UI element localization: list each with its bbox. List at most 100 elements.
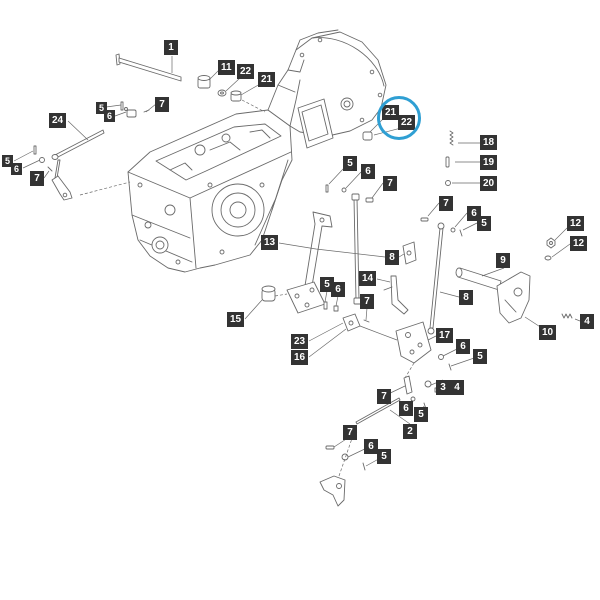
callout-part-21[interactable]: 21 — [258, 72, 276, 87]
callout-part-6[interactable]: 6 — [456, 339, 470, 354]
callout-part-6[interactable]: 6 — [104, 110, 115, 122]
part-bushings-top — [197, 75, 242, 102]
callout-part-6[interactable]: 6 — [11, 163, 22, 175]
nut-bore — [549, 241, 553, 245]
cotter-pin — [362, 462, 366, 471]
pin — [325, 184, 329, 193]
callout-part-7[interactable]: 7 — [383, 176, 397, 191]
plate-hole — [294, 293, 300, 299]
callout-part-5[interactable]: 5 — [96, 102, 107, 114]
callout-part-7[interactable]: 7 — [155, 97, 169, 112]
shaft-end — [455, 267, 463, 278]
callout-part-16[interactable]: 16 — [291, 350, 309, 365]
callout-part-13[interactable]: 13 — [261, 235, 279, 250]
callout-part-21[interactable]: 21 — [382, 105, 400, 120]
callout-part-5[interactable]: 5 — [377, 449, 391, 464]
lever-body — [390, 275, 409, 315]
callout-part-17[interactable]: 17 — [436, 328, 454, 343]
detent-pin — [445, 156, 450, 168]
boss-bore — [343, 100, 351, 108]
callout-part-7[interactable]: 7 — [360, 294, 374, 309]
part-fasteners-left — [33, 145, 53, 172]
pin — [323, 301, 328, 310]
bell-housing — [267, 29, 387, 149]
plate-hole — [309, 287, 315, 293]
callout-part-22[interactable]: 22 — [237, 64, 255, 79]
callout-part-7[interactable]: 7 — [377, 389, 391, 404]
cotter-pin — [448, 363, 452, 371]
bushing-end — [230, 90, 242, 96]
part-fasteners-top-left — [120, 101, 150, 118]
callout-part-6[interactable]: 6 — [331, 282, 345, 297]
bushing-end — [261, 285, 276, 293]
callout-part-20[interactable]: 20 — [480, 176, 498, 191]
gear — [221, 133, 231, 143]
callout-part-5[interactable]: 5 — [477, 216, 491, 231]
flange-bolt — [299, 52, 305, 58]
callout-part-8[interactable]: 8 — [385, 250, 399, 265]
small-lever — [403, 375, 413, 395]
bolt-hole — [219, 249, 225, 255]
ball — [124, 107, 128, 111]
lever-knob — [51, 154, 59, 160]
callout-part-5[interactable]: 5 — [343, 156, 357, 171]
washer-hole — [220, 91, 224, 95]
rod-eye — [427, 327, 435, 335]
callout-part-12[interactable]: 12 — [570, 236, 588, 251]
callout-part-12[interactable]: 12 — [567, 216, 585, 231]
detent-ball — [445, 180, 451, 186]
callout-part-5[interactable]: 5 — [2, 155, 13, 167]
callout-part-5[interactable]: 5 — [320, 277, 334, 292]
callout-part-6[interactable]: 6 — [361, 164, 375, 179]
bolt-hole — [259, 182, 265, 188]
callout-part-7[interactable]: 7 — [343, 425, 357, 440]
callout-part-14[interactable]: 14 — [359, 271, 377, 286]
callout-part-6[interactable]: 6 — [364, 439, 378, 454]
part-detent-set — [445, 130, 454, 186]
callout-part-23[interactable]: 23 — [291, 334, 309, 349]
lever-stem — [54, 159, 61, 179]
callout-part-19[interactable]: 19 — [480, 155, 498, 170]
callout-part-18[interactable]: 18 — [480, 135, 498, 150]
callout-part-2[interactable]: 2 — [403, 424, 417, 439]
washer — [450, 227, 456, 233]
callout-part-8[interactable]: 8 — [459, 290, 473, 305]
bolt-hole — [175, 259, 181, 265]
callout-part-5[interactable]: 5 — [473, 349, 487, 364]
part-cross-shaft — [455, 237, 573, 324]
callout-part-1[interactable]: 1 — [164, 40, 178, 55]
callout-part-24[interactable]: 24 — [49, 113, 67, 128]
callout-part-4[interactable]: 4 — [450, 380, 464, 395]
callout-part-7[interactable]: 7 — [30, 171, 44, 186]
callout-part-11[interactable]: 11 — [218, 60, 235, 75]
callout-part-5[interactable]: 5 — [414, 407, 428, 422]
callout-part-10[interactable]: 10 — [539, 325, 557, 340]
flange-bolt — [359, 117, 365, 123]
bolt-hole — [137, 182, 143, 188]
clevis-pin — [420, 217, 429, 222]
pin — [325, 445, 335, 450]
callout-part-7[interactable]: 7 — [439, 196, 453, 211]
transmission-housing — [127, 109, 293, 273]
gear — [194, 144, 206, 156]
diagonal-rod — [429, 227, 444, 329]
clevis-pin — [365, 197, 374, 203]
inspection-cover-inner — [301, 104, 329, 142]
flange-bolt — [317, 37, 323, 43]
bracket-hole — [406, 250, 412, 256]
callout-part-4[interactable]: 4 — [580, 314, 594, 329]
part-small-lever — [383, 275, 409, 315]
callout-part-22[interactable]: 22 — [398, 115, 416, 130]
callout-part-3[interactable]: 3 — [436, 380, 450, 395]
front-bore-inner — [155, 240, 165, 250]
washer — [39, 157, 45, 163]
callout-part-6[interactable]: 6 — [399, 401, 413, 416]
callout-part-15[interactable]: 15 — [227, 312, 245, 327]
bracket-plate — [395, 321, 432, 364]
washer — [424, 380, 432, 388]
cotter-pin — [47, 166, 53, 172]
callout-part-9[interactable]: 9 — [496, 253, 510, 268]
part-lower-linkage — [319, 321, 452, 507]
part-rod — [115, 53, 182, 82]
